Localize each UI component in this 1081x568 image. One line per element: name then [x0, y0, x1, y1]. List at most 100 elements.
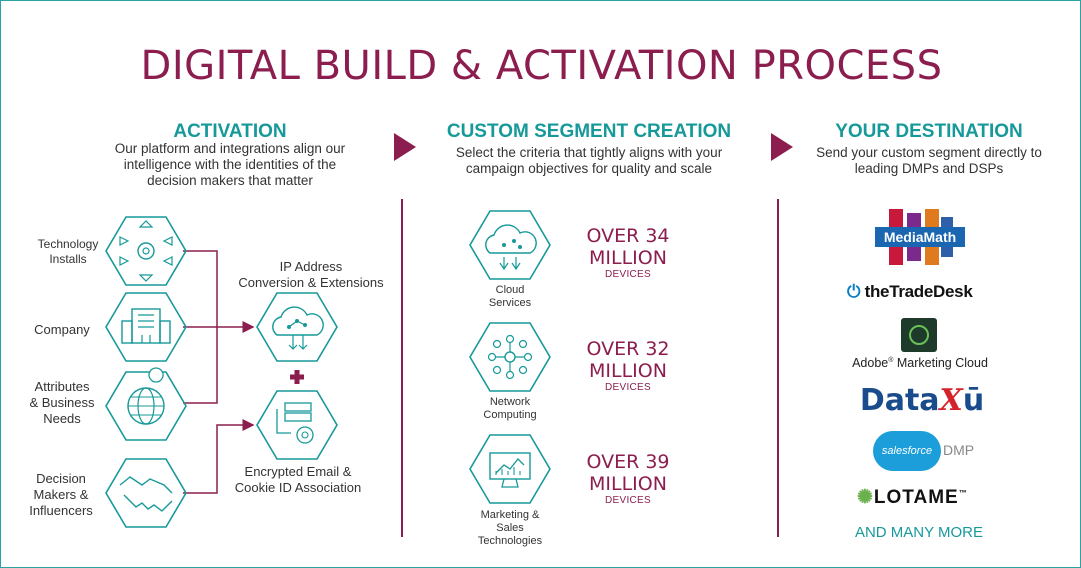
- power-icon: ⏻: [847, 282, 861, 301]
- salesforce-dmp-label: DMP: [943, 442, 975, 458]
- stat-over-line: OVER 39: [573, 451, 683, 473]
- dataxu-part: Data: [859, 383, 940, 418]
- million-text: MILLION: [589, 247, 667, 269]
- label-line: Marketing &: [480, 509, 540, 521]
- tradedesk-logo: ⏻ theTradeDesk: [847, 282, 997, 304]
- custom-subtitle: Select the criteria that tightly aligns …: [421, 145, 757, 177]
- building-icon: [105, 292, 187, 362]
- handshake-icon: [105, 458, 187, 528]
- mediamath-logo: MediaMath: [871, 209, 969, 265]
- subtitle-line: Send your custom segment directly to: [816, 145, 1042, 160]
- custom-heading: CUSTOM SEGMENT CREATION: [446, 121, 732, 142]
- label-line: Services: [488, 297, 532, 309]
- devices-text: DEVICES: [604, 269, 651, 280]
- globe-pin-icon: [105, 367, 187, 441]
- input-label-technology-installs: Technology Installs: [23, 237, 113, 267]
- arrows-gear-icon: [105, 216, 187, 286]
- subtitle-line: leading DMPs and DSPs: [854, 161, 1004, 176]
- adobe-product-name: Marketing Cloud: [893, 356, 988, 370]
- label-line: Makers &: [33, 487, 89, 502]
- lotame-dots-icon: ✺: [857, 487, 874, 508]
- label-line: Cookie ID Association: [234, 480, 362, 495]
- cloud-network-icon: [256, 292, 338, 362]
- million-text: MILLION: [589, 360, 667, 382]
- over-text: OVER: [586, 451, 640, 473]
- segment-label-network: Network Computing: [465, 396, 555, 422]
- dataxu-part: ū: [962, 383, 985, 418]
- plus-icon: [290, 370, 304, 384]
- label-line: Installs: [49, 252, 87, 266]
- input-label-decision-makers: Decision Makers & Influencers: [15, 471, 107, 519]
- adobe-marketing-cloud-icon: [901, 318, 937, 352]
- segment-stat-marketing: OVER 39 MILLION DEVICES: [573, 451, 683, 506]
- device-count: 32: [645, 338, 670, 360]
- label-line: Conversion & Extensions: [238, 275, 384, 290]
- lotame-wordmark: LOTAME: [873, 487, 959, 508]
- subtitle-line: intelligence with the identities of the: [123, 157, 337, 172]
- devices-text: DEVICES: [604, 495, 651, 506]
- tradedesk-wordmark: theTradeDesk: [864, 282, 973, 301]
- segment-label-cloud: Cloud Services: [465, 284, 555, 310]
- segment-stat-cloud: OVER 34 MILLION DEVICES: [573, 225, 683, 280]
- segment-stat-network: OVER 32 MILLION DEVICES: [573, 338, 683, 393]
- divider-left: [401, 199, 403, 537]
- connector-arrow-decision: [183, 419, 255, 494]
- over-text: OVER: [586, 225, 640, 247]
- over-text: OVER: [586, 338, 640, 360]
- server-gear-icon: [256, 390, 338, 460]
- devices-text: DEVICES: [604, 382, 651, 393]
- page-title: DIGITAL BUILD & ACTIVATION PROCESS: [140, 43, 943, 89]
- label-line: Company: [34, 322, 90, 337]
- dataxu-logo: DataXū: [857, 383, 987, 419]
- flow-arrow-1: [394, 133, 416, 161]
- device-count: 34: [645, 225, 670, 247]
- adobe-marketing-cloud-logo: Adobe® Marketing Cloud: [843, 356, 997, 370]
- subtitle-line: campaign objectives for quality and scal…: [465, 161, 713, 176]
- label-line: Encrypted Email &: [244, 464, 352, 479]
- and-many-more: AND MANY MORE: [854, 524, 984, 541]
- ring-shape: [909, 325, 929, 345]
- label-line: Sales: [496, 522, 524, 534]
- input-label-company: Company: [19, 322, 105, 338]
- stat-over-line: OVER 34: [573, 225, 683, 247]
- dataxu-x: X: [939, 383, 963, 418]
- cloud-icon: [469, 210, 551, 280]
- label-line: Attributes: [34, 379, 90, 394]
- label-line: IP Address: [279, 259, 343, 274]
- subtitle-line: Our platform and integrations align our: [114, 141, 346, 156]
- segment-label-marketing: Marketing & Sales Technologies: [465, 509, 555, 548]
- label-line: Needs: [43, 411, 81, 426]
- destination-heading: YOUR DESTINATION: [835, 121, 1023, 142]
- destination-subtitle: Send your custom segment directly to lea…: [791, 145, 1067, 177]
- label-line: Influencers: [29, 503, 93, 518]
- adobe-word: Adobe: [852, 356, 889, 370]
- lotame-logo: ✺LOTAME™: [857, 486, 987, 510]
- network-icon: [469, 322, 551, 392]
- device-count: 39: [645, 451, 670, 473]
- label-line: & Business: [29, 395, 95, 410]
- mediamath-wordmark: MediaMath: [875, 227, 965, 247]
- million-text: MILLION: [589, 473, 667, 495]
- connector-lines: [183, 250, 255, 494]
- monitor-chart-icon: [469, 434, 551, 504]
- output-label-encrypted-email: Encrypted Email & Cookie ID Association: [223, 464, 373, 496]
- subtitle-line: Select the criteria that tightly aligns …: [455, 145, 723, 160]
- output-label-ip-address: IP Address Conversion & Extensions: [223, 259, 399, 291]
- divider-right: [777, 199, 779, 537]
- flow-arrow-2: [771, 133, 793, 161]
- trademark: ™: [958, 488, 968, 498]
- label-line: Computing: [483, 409, 537, 421]
- label-line: Technologies: [477, 535, 543, 547]
- stat-over-line: OVER 32: [573, 338, 683, 360]
- label-line: Technology: [37, 237, 99, 251]
- activation-subtitle: Our platform and integrations align our …: [81, 141, 379, 189]
- label-line: Decision: [36, 471, 86, 486]
- input-label-attributes: Attributes & Business Needs: [17, 379, 107, 427]
- subtitle-line: decision makers that matter: [147, 173, 313, 188]
- salesforce-cloud: salesforce: [873, 431, 941, 471]
- registered-mark: ®: [888, 356, 894, 364]
- activation-heading: ACTIVATION: [173, 121, 287, 142]
- label-line: Network: [489, 396, 531, 408]
